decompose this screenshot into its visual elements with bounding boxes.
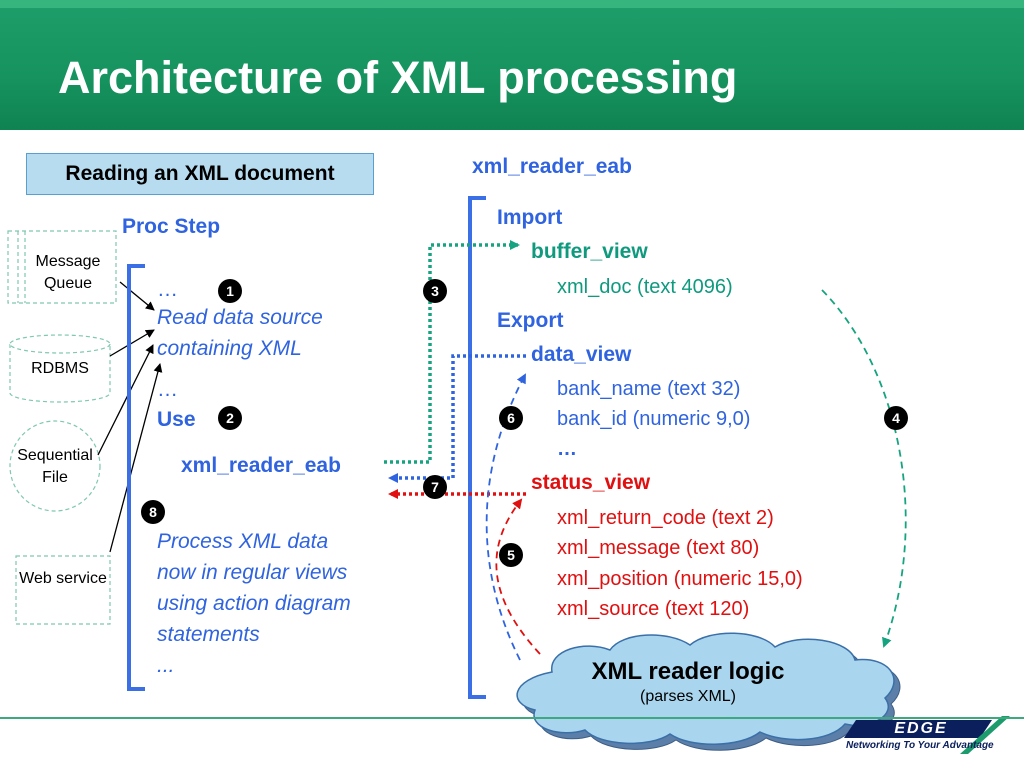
data-view-ellipsis: … — [557, 438, 577, 460]
data-view-label: data_view — [531, 343, 632, 366]
message-queue-shape — [7, 230, 117, 304]
proc-ellipsis-3: ... — [157, 654, 175, 677]
source-field: xml_source (text 120) — [557, 598, 750, 620]
message-queue-label: Message Queue — [35, 253, 101, 292]
step-badge-5: 5 — [499, 543, 523, 567]
import-label: Import — [497, 206, 563, 229]
step-badge-2: 2 — [218, 406, 242, 430]
step-badge-4: 4 — [884, 406, 908, 430]
read-data-line-2: containing XML — [157, 337, 302, 360]
cloud-subtitle: (parses XML) — [639, 688, 737, 705]
xml-doc-field: xml_doc (text 4096) — [557, 276, 733, 298]
edge-tagline: Networking To Your Advantage — [846, 740, 994, 751]
slide-title: Architecture of XML processing — [58, 52, 738, 103]
rdbms-label: RDBMS — [31, 360, 89, 377]
process-line-4: statements — [157, 623, 260, 646]
read-data-line-1: Read data source — [157, 306, 323, 329]
bank-name-field: bank_name (text 32) — [557, 378, 741, 400]
message-field: xml_message (text 80) — [557, 537, 760, 559]
step-badge-8: 8 — [141, 500, 165, 524]
web-service-label: Web service — [19, 570, 107, 587]
cloud-title: XML reader logic — [591, 658, 785, 685]
use-label: Use — [157, 408, 196, 431]
step-badge-6: 6 — [499, 406, 523, 430]
bank-id-field: bank_id (numeric 9,0) — [557, 408, 751, 430]
rdbms-cylinder — [9, 334, 111, 403]
reading-label-box: Reading an XML document — [26, 153, 374, 195]
eab-heading: xml_reader_eab — [472, 155, 632, 178]
web-service-box — [15, 555, 111, 625]
header-stripe — [0, 0, 1024, 8]
status-view-label: status_view — [531, 471, 651, 494]
sequential-file-circle — [9, 420, 101, 512]
buffer-view-label: buffer_view — [531, 240, 648, 263]
proc-eab-name: xml_reader_eab — [181, 454, 341, 477]
proc-ellipsis-1: … — [157, 278, 178, 301]
proc-step-bracket — [127, 264, 145, 691]
proc-step-heading: Proc Step — [122, 215, 221, 238]
footer-line — [0, 717, 1024, 719]
eab-bracket — [468, 196, 486, 699]
step-badge-7: 7 — [423, 475, 447, 499]
position-field: xml_position (numeric 15,0) — [557, 568, 803, 590]
step-badge-1: 1 — [218, 279, 242, 303]
return-code-field: xml_return_code (text 2) — [557, 507, 774, 529]
edge-logo-text: EDGE — [894, 720, 948, 737]
header-bar — [0, 0, 1024, 130]
process-line-2: now in regular views — [157, 561, 348, 584]
edge-logo — [844, 716, 1010, 754]
cloud-text: XML reader logic (parses XML) — [538, 657, 838, 707]
export-label: Export — [497, 309, 564, 332]
sequential-file-label: Sequential File — [17, 447, 93, 486]
step-badge-3: 3 — [423, 279, 447, 303]
process-line-1: Process XML data — [157, 530, 329, 553]
process-line-3: using action diagram — [157, 592, 351, 615]
xml-reader-cloud — [516, 632, 901, 751]
proc-ellipsis-2: … — [157, 378, 178, 401]
